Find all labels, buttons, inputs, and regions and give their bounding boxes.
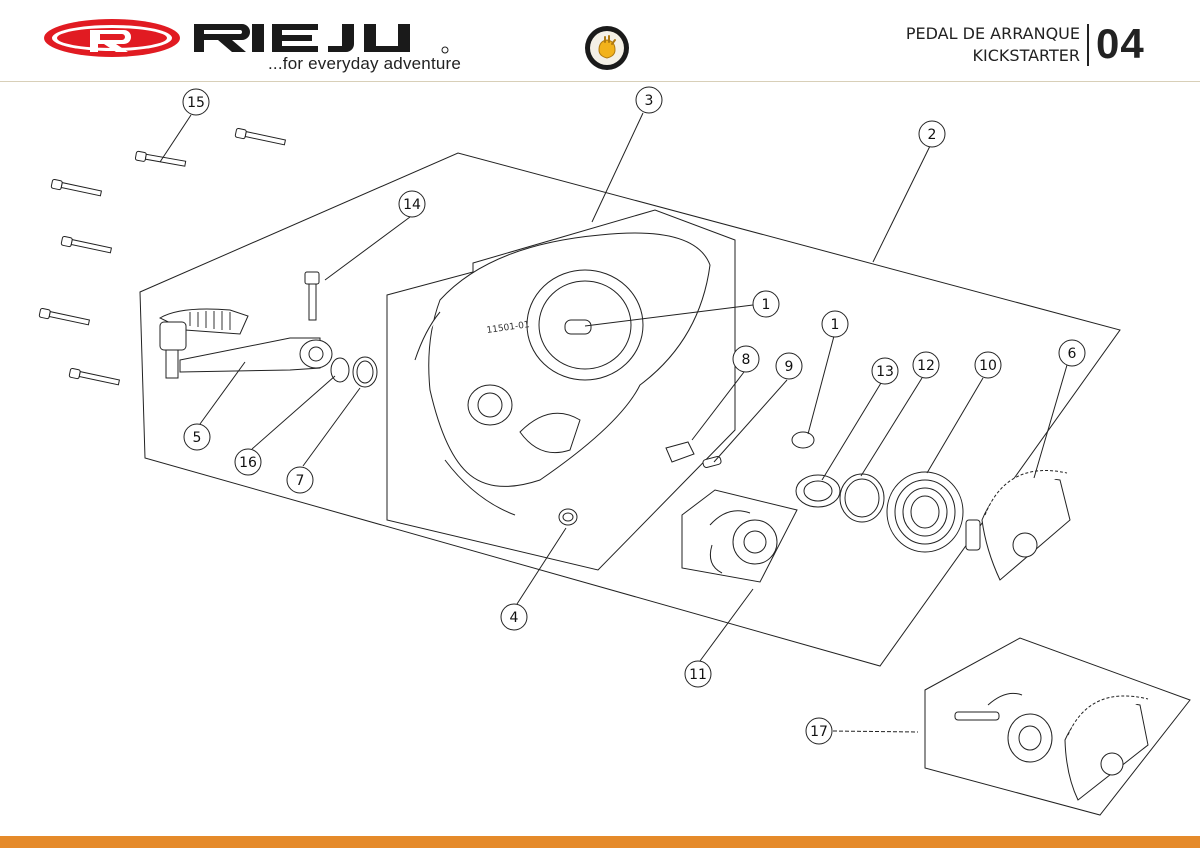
- callout-17: 17: [805, 717, 833, 745]
- svg-text:6: 6: [1068, 346, 1077, 362]
- page-title-english: KICKSTARTER: [972, 46, 1080, 65]
- crankcase-cover: 11501-01: [414, 232, 711, 516]
- callout-6: 6: [1058, 339, 1086, 367]
- ratchet-assembly-11: [709, 510, 778, 574]
- svg-text:15: 15: [187, 95, 205, 111]
- ring-12: [839, 473, 885, 523]
- svg-text:12: 12: [917, 358, 935, 374]
- callout-13: 13: [871, 357, 899, 385]
- svg-text:1: 1: [762, 297, 771, 313]
- svg-text:17: 17: [810, 724, 828, 740]
- callout-16: 16: [234, 448, 262, 476]
- svg-text:1: 1: [831, 317, 840, 333]
- title-separator: [1087, 24, 1089, 66]
- kick-gear-6: [965, 470, 1071, 581]
- stopper-8: [665, 441, 695, 463]
- bolt-set: [38, 127, 287, 386]
- inset-outline-17: [924, 637, 1191, 816]
- page-number: 04: [1096, 20, 1145, 67]
- callout-15: 15: [182, 88, 210, 116]
- callout-11: 11: [684, 660, 712, 688]
- assembly-outline-11: [681, 489, 798, 583]
- svg-text:2: 2: [928, 127, 937, 143]
- kick-spring-10: [886, 471, 964, 553]
- assembly-outline-main: [139, 152, 1121, 667]
- kick-shaft-assembly-17: [954, 692, 1149, 801]
- callout-7: 7: [286, 466, 314, 494]
- svg-text:10: 10: [979, 358, 997, 374]
- kickstarter-lever: [158, 308, 333, 379]
- callout-12: 12: [912, 351, 940, 379]
- callout-14: 14: [398, 190, 426, 218]
- washer-7: [352, 356, 378, 388]
- svg-text:3: 3: [645, 93, 654, 109]
- callout-2: 2: [918, 120, 946, 148]
- rieju-logo: [44, 19, 449, 57]
- callout-5: 5: [183, 423, 211, 451]
- svg-text:13: 13: [876, 364, 894, 380]
- assembly-outline-cover: [386, 209, 736, 571]
- svg-text:7: 7: [296, 473, 305, 489]
- svg-text:16: 16: [239, 455, 257, 471]
- svg-text:11: 11: [689, 667, 707, 683]
- o-ring-4: [558, 508, 578, 526]
- exploded-parts-diagram: 11501-01: [38, 86, 1191, 816]
- page-header: ...for everyday adventure PEDAL DE ARRAN…: [0, 0, 1200, 82]
- svg-text:14: 14: [403, 197, 421, 213]
- pin-9: [702, 455, 722, 469]
- bushing-1: [791, 431, 815, 449]
- callout-1b: 1: [821, 310, 849, 338]
- callout-9: 9: [775, 352, 803, 380]
- callout-1a: 1: [752, 290, 780, 318]
- page-title-spanish: PEDAL DE ARRANQUE: [905, 24, 1080, 43]
- callout-8: 8: [732, 345, 760, 373]
- svg-text:4: 4: [510, 610, 519, 626]
- svg-text:5: 5: [193, 430, 202, 446]
- hand-emblem-icon: [585, 26, 629, 70]
- svg-text:8: 8: [742, 352, 751, 368]
- collar-13: [795, 474, 841, 508]
- tagline: ...for everyday adventure: [268, 54, 462, 73]
- circlip-16: [330, 357, 350, 383]
- callout-3: 3: [635, 86, 663, 114]
- leader-lines: [159, 112, 1068, 733]
- svg-text:9: 9: [785, 359, 794, 375]
- callout-4: 4: [500, 603, 528, 631]
- callout-10: 10: [974, 351, 1002, 379]
- bolt-14: [304, 271, 320, 321]
- header-divider: [0, 81, 1200, 82]
- footer-accent-bar: [0, 836, 1200, 848]
